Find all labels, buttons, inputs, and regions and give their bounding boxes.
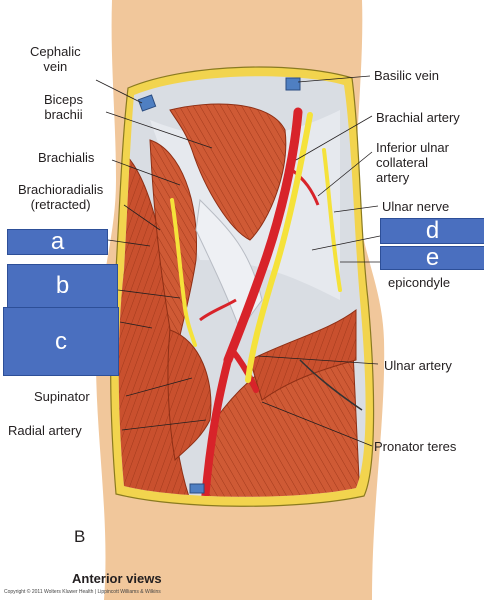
label-basilic-vein: Basilic vein [374, 68, 440, 83]
vein-cut-bottom [189, 483, 205, 494]
inferior-ulnar-collateral-branch [291, 168, 320, 206]
copyright-notice: Copyright © 2011 Wolters Kluwer Health |… [4, 589, 161, 595]
label-ulnar-artery: Ulnar artery [384, 358, 452, 373]
ulnar-artery-vessel [229, 347, 259, 393]
label-ulnar-nerve: Ulnar nerve [382, 199, 450, 214]
view-letter: B [74, 527, 86, 546]
label-inferior-ulnar-collateral-artery: Inferior ulnar collateral artery [376, 140, 449, 185]
brachial-artery [223, 107, 303, 365]
label-pronator-teres: Pronator teres [374, 439, 457, 454]
basilic-vein-cut [285, 77, 301, 91]
radial-nerve [170, 198, 197, 347]
figure-caption: Anterior views [72, 571, 162, 586]
label-brachial-artery: Brachial artery [376, 110, 460, 125]
answer-box-c[interactable]: c [3, 307, 119, 376]
answer-box-a[interactable]: a [7, 229, 108, 255]
answer-box-b[interactable]: b [7, 264, 118, 308]
answer-box-e[interactable]: e [380, 246, 484, 270]
label-radial-artery: Radial artery [8, 423, 82, 438]
answer-box-d[interactable]: d [380, 218, 484, 244]
ulnar-nerve-path [322, 148, 342, 292]
radial-artery-vessel [201, 356, 232, 497]
label-epicondyle: epicondyle [388, 275, 451, 290]
label-brachioradialis: Brachioradialis (retracted) [18, 182, 104, 212]
median-nerve [245, 112, 313, 383]
label-supinator: Supinator [34, 389, 90, 404]
retractor-wire [299, 359, 363, 411]
label-cephalic-vein: Cephalic vein [30, 44, 81, 74]
leader-lines [95, 75, 381, 447]
label-brachialis: Brachialis [38, 150, 95, 165]
supinator-muscle [167, 329, 212, 462]
label-biceps-brachii: Biceps brachii [44, 92, 84, 122]
cephalic-vein-cut [137, 94, 157, 112]
biceps-brachii-muscle [169, 103, 287, 241]
biceps-aponeurosis [195, 198, 263, 332]
